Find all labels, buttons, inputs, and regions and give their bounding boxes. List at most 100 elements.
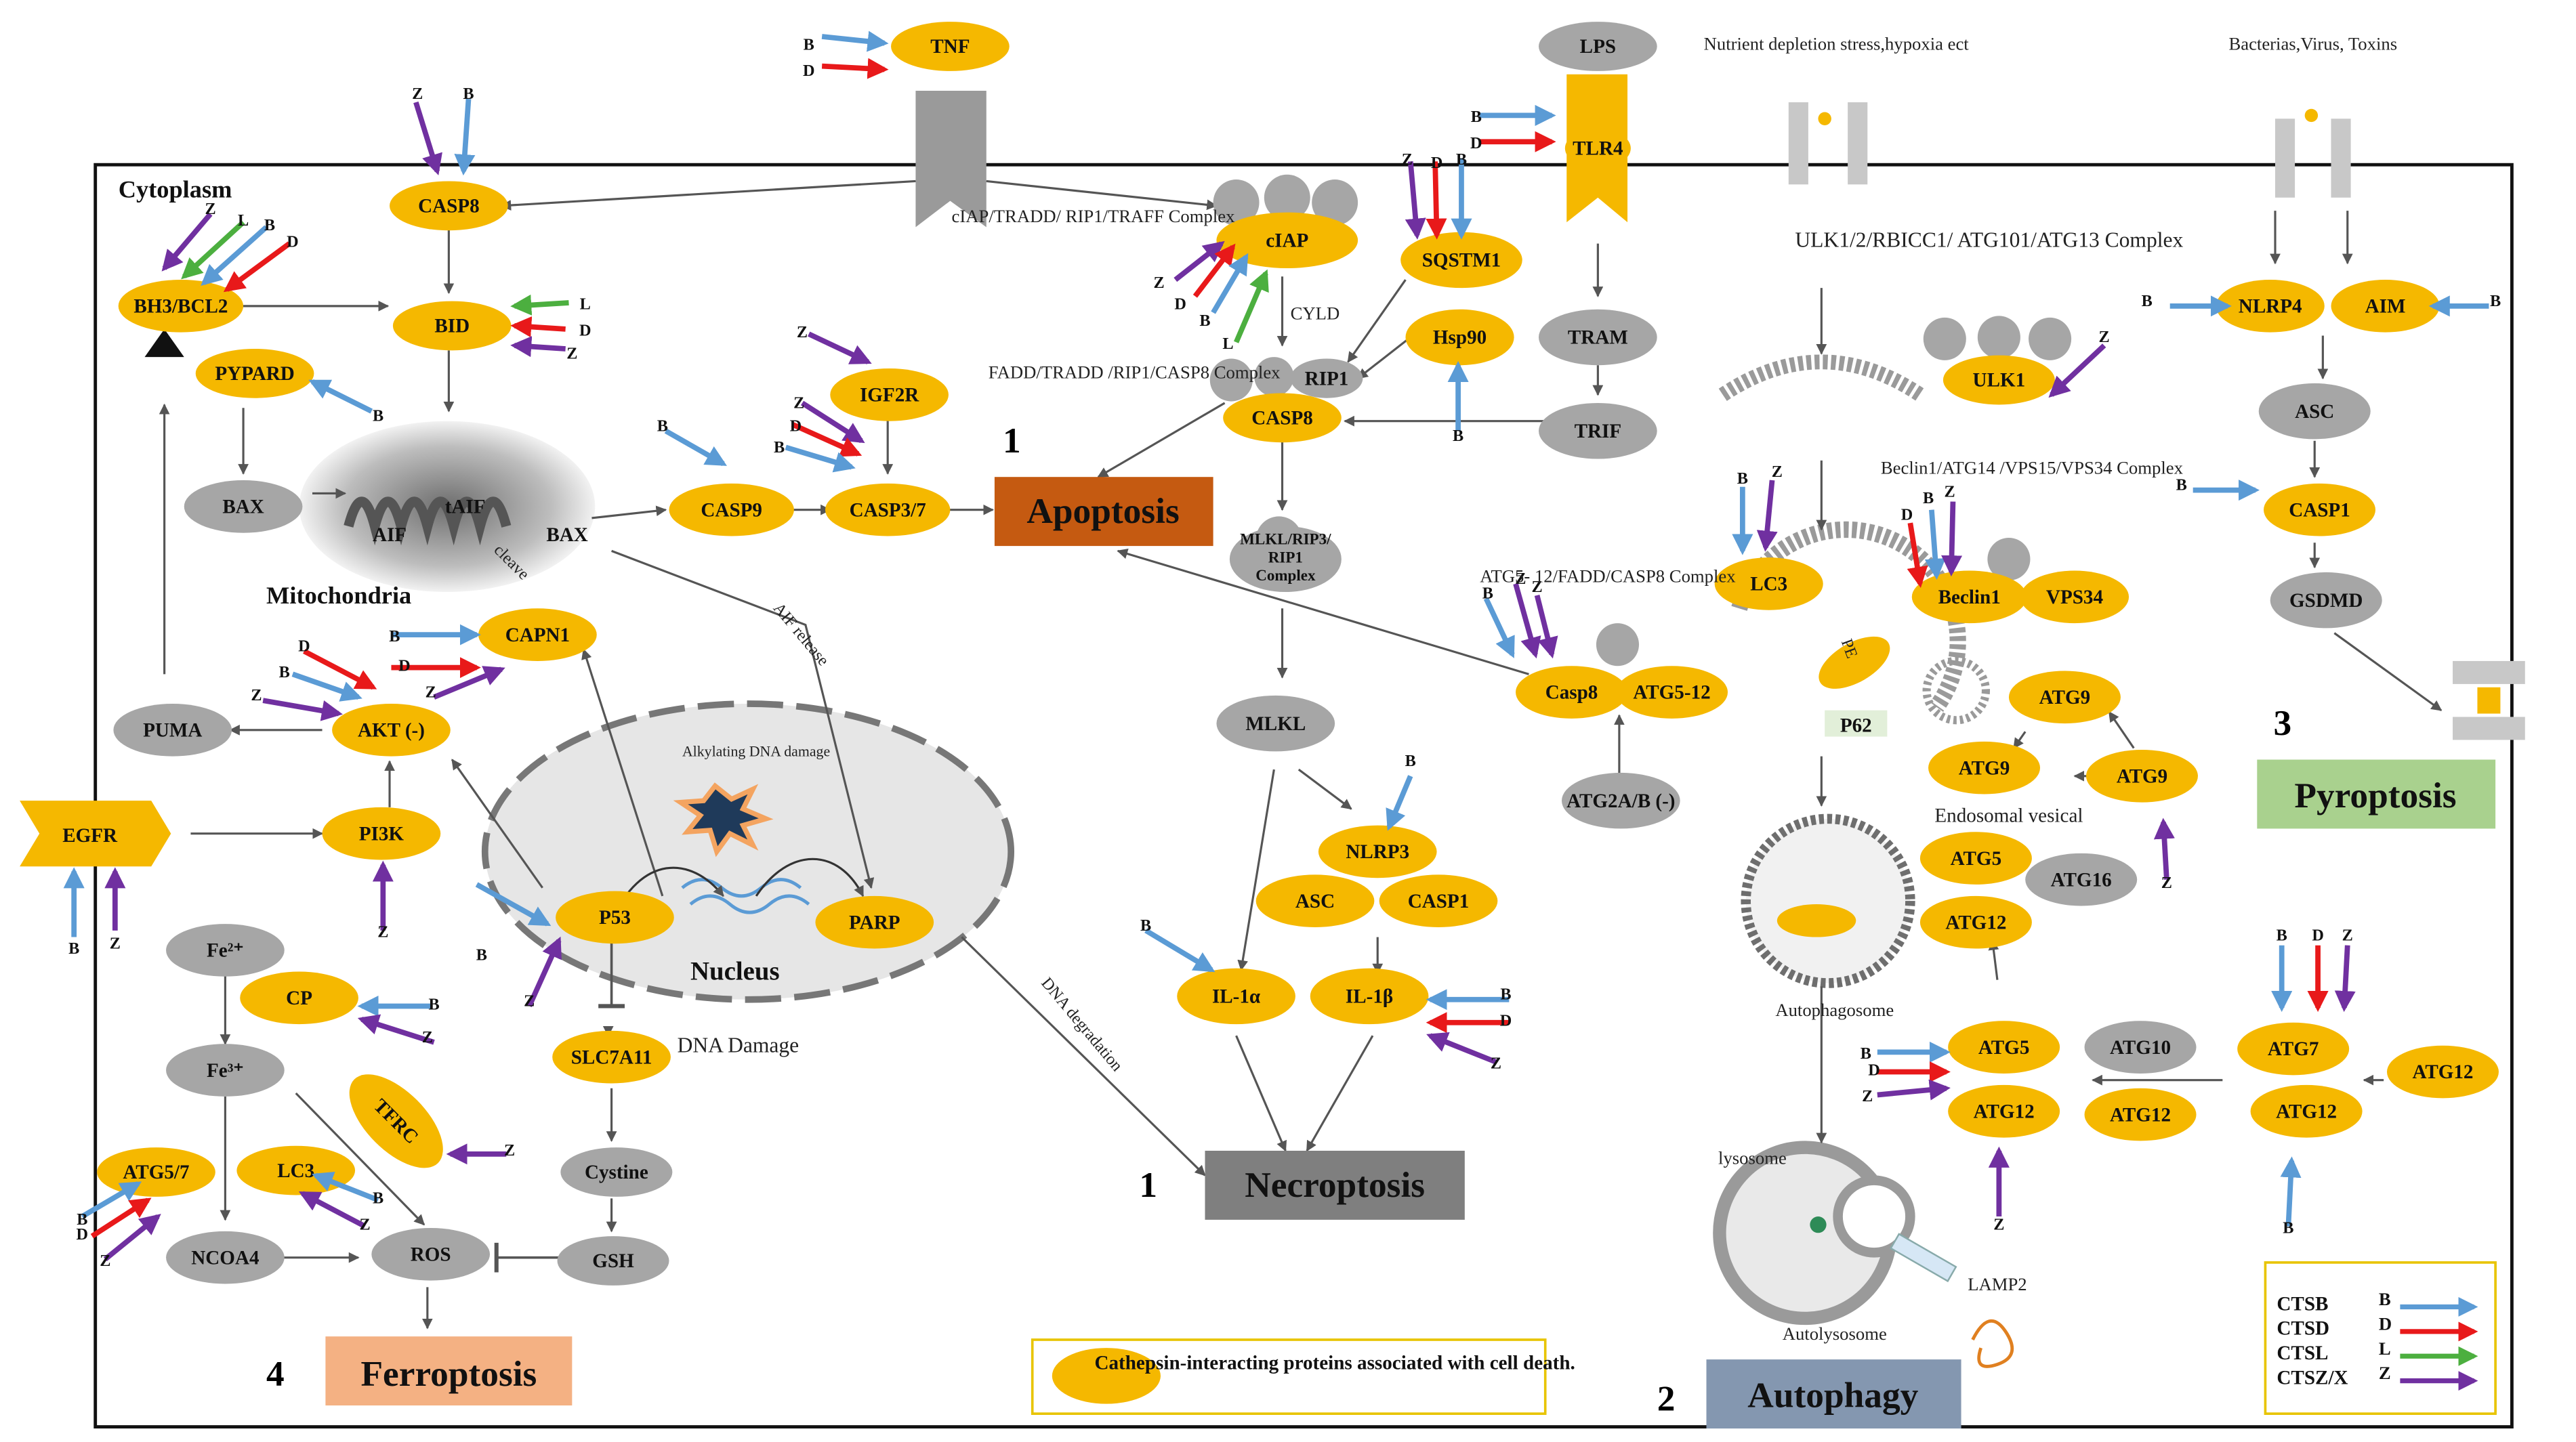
node-ciap-shape	[1216, 212, 1358, 269]
node-bid-shape	[392, 301, 512, 351]
cathepsin-arrow-b-66	[2280, 1156, 2302, 1227]
autolysosome-note: Autolysosome	[1783, 1323, 1887, 1344]
cathepsin-letter-b-19: B	[1199, 312, 1210, 330]
node-casp1-p-label: CASP1	[2289, 499, 2350, 521]
cathepsin-letter-z-53: Z	[422, 1028, 433, 1046]
node-atg512-label: ATG5-12	[1633, 682, 1710, 704]
node-slc7a11-shape	[552, 1030, 671, 1084]
cathepsin-letter-b-37: B	[1140, 916, 1151, 935]
node-atg57: ATG5/7	[97, 1147, 215, 1197]
cathepsin-arrow-z-45	[433, 666, 505, 700]
cathepsin-letter-z-68: Z	[2161, 874, 2172, 892]
node-fe2-label: Fe²⁺	[207, 940, 244, 962]
cathepsin-arrow-z-2	[413, 101, 442, 175]
nutrient-note-text: Nutrient depletion stress,hypoxia ect	[1704, 33, 1970, 54]
cathepsin-letter-b-24: B	[1453, 427, 1463, 445]
node-pypard-shape	[195, 348, 314, 398]
node-ulk1-label: ULK1	[1973, 370, 2026, 391]
node-vps34-label: VPS34	[2046, 587, 2104, 608]
cathepsin-letter-z-32: Z	[1944, 482, 1955, 501]
legend-name-b: CTSB	[2277, 1293, 2328, 1315]
cathepsin-letter-b-57: B	[77, 1210, 87, 1229]
node-casp8-mid: CASP8	[1223, 393, 1342, 443]
node-hsp90-label: Hsp90	[1433, 327, 1487, 349]
cathepsin-letter-z-17: Z	[1153, 274, 1164, 292]
cathepsin-letter-z-42: Z	[524, 992, 535, 1010]
node-vps34: VPS34	[2020, 570, 2130, 624]
pore-top	[2453, 660, 2525, 684]
complex-subunit-8	[2029, 317, 2072, 360]
cytoplasm-label: Cytoplasm	[119, 176, 232, 203]
node-atg57-label: ATG5/7	[123, 1162, 189, 1183]
node-casp1-n-label: CASP1	[1408, 891, 1470, 912]
pathogen-channel-left	[2274, 119, 2295, 198]
node-hsp90: Hsp90	[1405, 309, 1514, 366]
node-atg5-b-label: ATG5	[1978, 1037, 2029, 1059]
node-puma: PUMA	[113, 704, 232, 757]
p62-box	[1825, 710, 1888, 737]
cathepsin-letter-z-48: Z	[251, 686, 262, 704]
complex-subunit-0	[1213, 179, 1260, 226]
cathepsin-arrow-b-16	[664, 428, 727, 467]
cathepsin-letter-d-46: D	[298, 637, 310, 655]
cathepsin-arrow-z-12	[808, 331, 872, 364]
node-atg12-c: ATG12	[2084, 1088, 2197, 1141]
node-asc-n-label: ASC	[1295, 891, 1335, 912]
node-atg12-a-shape	[1919, 895, 2032, 949]
node-bid: BID	[392, 301, 512, 351]
cathepsin-letter-z-56: Z	[360, 1215, 371, 1233]
apoptosis-box	[994, 477, 1213, 547]
node-puma-shape	[113, 704, 232, 757]
node-tlr4-shape	[1564, 128, 1631, 169]
cathepsin-letter-b-61: B	[2490, 292, 2501, 310]
node-cp-shape	[240, 971, 358, 1025]
lamp2-protein	[1890, 1233, 1957, 1283]
node-atg9-c-label: ATG9	[2117, 765, 2167, 787]
node-tram: TRAM	[1539, 309, 1657, 366]
node-atg12-b-label: ATG12	[1974, 1101, 2035, 1122]
node-casp37: CASP3/7	[825, 483, 951, 536]
pyroptosis-box	[2257, 759, 2496, 829]
node-asc-p: ASC	[2258, 383, 2371, 440]
cathepsin-arrow-l-5	[181, 220, 245, 280]
node-p53: P53	[556, 891, 674, 944]
cathepsin-arrow-l-8	[510, 294, 569, 316]
node-asc-p-shape	[2258, 383, 2371, 440]
node-casp8-a-shape	[1516, 666, 1628, 719]
autophagy-box	[1706, 1359, 1961, 1429]
beclin-complex-note: Beclin1/ATG14 /VPS15/VPS34 Complex	[1881, 457, 2184, 478]
cathepsin-arrow-z-71	[1877, 1079, 1951, 1101]
node-ciap-label: cIAP	[1266, 230, 1308, 252]
cathepsin-letter-z-35: Z	[1531, 578, 1542, 596]
dna-damage-burst	[673, 782, 774, 857]
cathepsin-arrow-z-42	[526, 936, 562, 1008]
necroptosis-box	[1205, 1150, 1465, 1220]
atg5-complex-note: ATG5- 12/FADD/CASP8 Complex	[1480, 566, 1736, 586]
ciap-complex-note: cIAP/TRADD/ RIP1/TRAFF Complex	[952, 206, 1236, 226]
node-atg12-d: ATG12	[2250, 1084, 2363, 1138]
node-bh3-label: BH3/BCL2	[133, 296, 228, 318]
cathepsin-letter-d-26: D	[1470, 134, 1482, 152]
node-atg9-b: ATG9	[1928, 741, 2041, 794]
cathepsin-arrow-b-19	[1211, 253, 1249, 314]
autophagy-number: 2	[1657, 1378, 1676, 1418]
cathepsin-arrow-z-10	[510, 336, 566, 358]
cathepsin-letter-d-64: D	[2312, 926, 2324, 944]
cathepsin-arrow-z-65	[2334, 945, 2356, 1013]
node-ulk1-shape	[1943, 355, 2055, 405]
node-bax-mito: BAX	[546, 524, 587, 546]
node-ncoa4-label: NCOA4	[191, 1247, 259, 1269]
complex-subunit-1	[1264, 174, 1310, 221]
cathepsin-arrow-d-46	[303, 648, 377, 690]
complex-subunit-5	[1596, 623, 1640, 666]
necroptosis-number: 1	[1139, 1164, 1157, 1205]
cathepsin-arrow-z-32	[1941, 501, 1963, 577]
node-atg512-shape	[1616, 666, 1728, 719]
cathepsin-arrow-b-41	[475, 882, 552, 927]
node-atg5-a: ATG5	[1919, 832, 2032, 885]
node-ulk1: ULK1	[1943, 355, 2055, 405]
